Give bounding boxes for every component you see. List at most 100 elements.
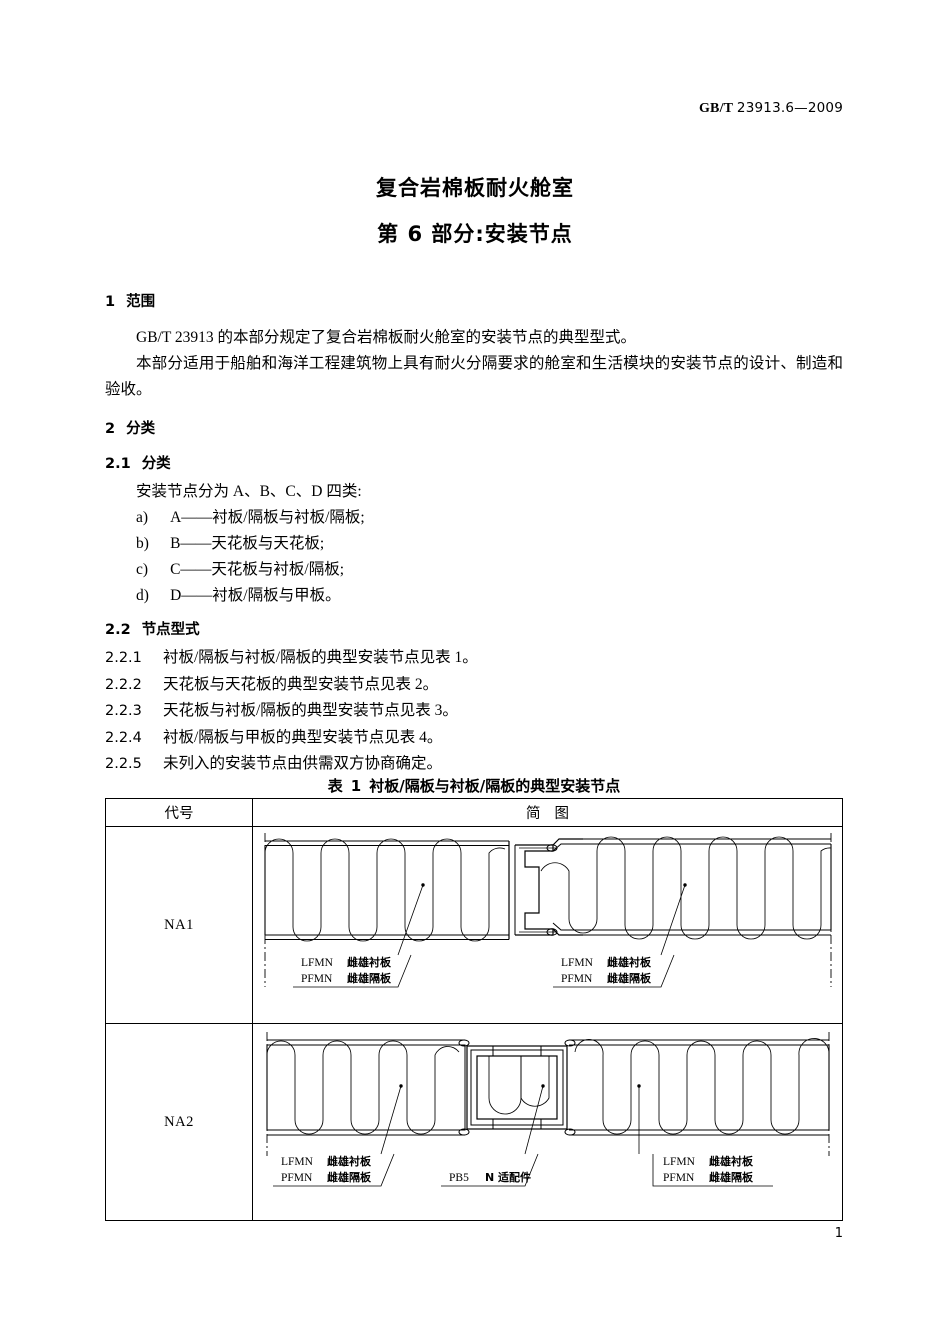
rockwool-core-right [574,1038,830,1135]
standard-prefix: GB/T [698,101,734,116]
table-row: NA1 [105,826,843,1024]
row-code-na1: NA1 [105,826,253,1024]
callout-box-left [273,1153,395,1187]
clause-number: 2.2.2 [105,676,142,693]
section-heading-classification: 2 分类 [105,417,843,438]
callout-name: 雌雄隔板 [709,1170,754,1184]
page-number: 1 [834,1226,843,1241]
clause-number: 2.2.5 [105,756,142,772]
row-code-na2: NA2 [105,1023,253,1221]
column-header-diagram: 简图 [252,798,843,827]
clause-number: 2.2.4 [105,729,142,746]
scope-paragraph-1: GB/T 23913 的本部分规定了复合岩棉板耐火舱室的安装节点的典型型式。 [136,329,637,346]
clause: 2.2.4 衬板/隔板与甲板的典型安装节点见表 4。 [105,725,843,752]
table-caption-prefix: 表 [327,777,343,795]
table-caption-text: 衬板/隔板与衬板/隔板的典型安装节点 [369,777,621,795]
callout-code: PFMN [561,973,593,985]
rockwool-core-left [266,1040,460,1135]
callout-box-left [293,954,412,988]
list-item-label: c) [136,561,149,578]
callout-name: 雌雄隔板 [327,1170,372,1184]
document-body: 1 范围 GB/T 23913 的本部分规定了复合岩棉板耐火舱室的安装节点的典型型… [105,290,843,778]
subsection-number-2-2: 2.2 [105,622,131,638]
row-diagram-na1: LFMN PFMN LFMN PFMN 雌雄衬板 雌雄隔板 雌雄衬板 雌雄隔板 [252,826,843,1024]
table-row: NA2 [105,1023,843,1221]
leader-dot-left [421,883,425,887]
table-1: 代号 简图 NA1 [105,798,843,1221]
list-item: a) A——衬板/隔板与衬板/隔板; [105,505,843,531]
page-header: GB/T 23913.6—2009 [105,100,843,117]
list-item-text: C——天花板与衬板/隔板; [170,561,345,578]
callout-name: 雌雄衬板 [709,1154,754,1168]
leader-dot-right [637,1084,641,1088]
list-item: b) B——天花板与天花板; [105,531,843,557]
section-number-scope: 1 [105,294,116,310]
section-title-scope: 范围 [126,294,156,310]
clause-text: 衬板/隔板与甲板的典型安装节点见表 4。 [163,728,443,746]
list-item-text: D——衬板/隔板与甲板。 [170,587,341,604]
callout-code: PFMN [301,973,333,985]
standard-number: 23913.6—2009 [736,100,843,116]
column-header-diagram-a: 简 [526,806,541,822]
section-title-classification: 分类 [126,421,156,437]
document-title-line2: 第 6 部分:安装节点 [377,222,573,246]
callout-code: PB5 [449,1172,469,1184]
list-item-text: A——衬板/隔板与衬板/隔板; [170,509,365,526]
column-header-code: 代号 [105,798,253,827]
rockwool-core-left [264,838,506,942]
female-profile [515,844,554,936]
list-item: d)D——衬板/隔板与甲板。 [105,583,843,609]
panel-joint-diagram-na2: LFMN PFMN PB5 LFMN PFMN 雌雄衬板 雌雄隔板 N 适配件 … [253,1024,842,1220]
row-diagram-na2: LFMN PFMN PB5 LFMN PFMN 雌雄衬板 雌雄隔板 N 适配件 … [252,1023,843,1221]
na2-section-drawing: LFMN PFMN PB5 LFMN PFMN 雌雄衬板 雌雄隔板 N 适配件 … [266,1032,830,1187]
adapter-mid [470,1049,564,1126]
list-item-label: a) [136,509,149,526]
callout-code: LFMN [281,1156,314,1168]
subsection-title-2-1: 分类 [141,456,171,472]
callout-name: N 适配件 [485,1170,531,1184]
clause: 2.2.5 未列入的安装节点由供需双方协商确定。 [105,751,843,778]
leader-line-left [397,884,424,956]
table-caption-number: 1 [350,777,362,795]
subsection-heading-2-1: 2.1 分类 [105,452,843,473]
leader-dot-left [399,1084,403,1088]
panel-joint-diagram-na1: LFMN PFMN LFMN PFMN 雌雄衬板 雌雄隔板 雌雄衬板 雌雄隔板 [253,827,842,1023]
callout-code: LFMN [663,1156,696,1168]
clause-text: 衬板/隔板与衬板/隔板的典型安装节点见表 1。 [163,649,478,666]
scope-paragraph-2: 本部分适用于船舶和海洋工程建筑物上具有耐火分隔要求的舱室和生活模块的安装节点的设… [105,355,843,398]
callout-code: PFMN [281,1172,313,1184]
callout-name: 雌雄隔板 [347,971,392,985]
na1-section-drawing: LFMN PFMN LFMN PFMN 雌雄衬板 雌雄隔板 雌雄衬板 雌雄隔板 [264,833,832,988]
callout-code: LFMN [301,957,334,969]
subsection-number-2-1: 2.1 [105,456,131,472]
document-title-line1: 复合岩棉板耐火舱室 [376,176,574,200]
callout-box-centre [441,1153,539,1187]
adapter-outer [466,1045,568,1130]
clause-text: 天花板与天花板的典型安装节点见表 2。 [163,675,439,693]
callout-code: LFMN [561,957,594,969]
table-header-row: 代号 简图 [105,798,843,827]
list-item-text: B——天花板与天花板; [170,535,325,552]
male-profile-bottom [552,928,583,936]
male-profile-top [552,838,583,846]
leader-dot-right [683,883,687,887]
section-number-classification: 2 [105,421,116,437]
rockwool-core-right [540,836,832,940]
callout-box-right [652,1154,773,1187]
callout-name: 雌雄衬板 [607,955,652,969]
clause-text: 未列入的安装节点由供需双方协商确定。 [163,755,443,772]
callout-box-right [553,954,675,988]
classification-intro: 安装节点分为 A、B、C、D 四类: [136,483,362,500]
adapter-core [488,1056,522,1115]
list-item-label: b) [136,535,149,552]
adapter-inner [476,1055,558,1120]
leader-line-right [660,884,686,956]
leader-line-centre [524,1085,544,1155]
leader-dot-centre [541,1084,545,1088]
clause-text: 天花板与衬板/隔板的典型安装节点见表 3。 [163,702,458,719]
